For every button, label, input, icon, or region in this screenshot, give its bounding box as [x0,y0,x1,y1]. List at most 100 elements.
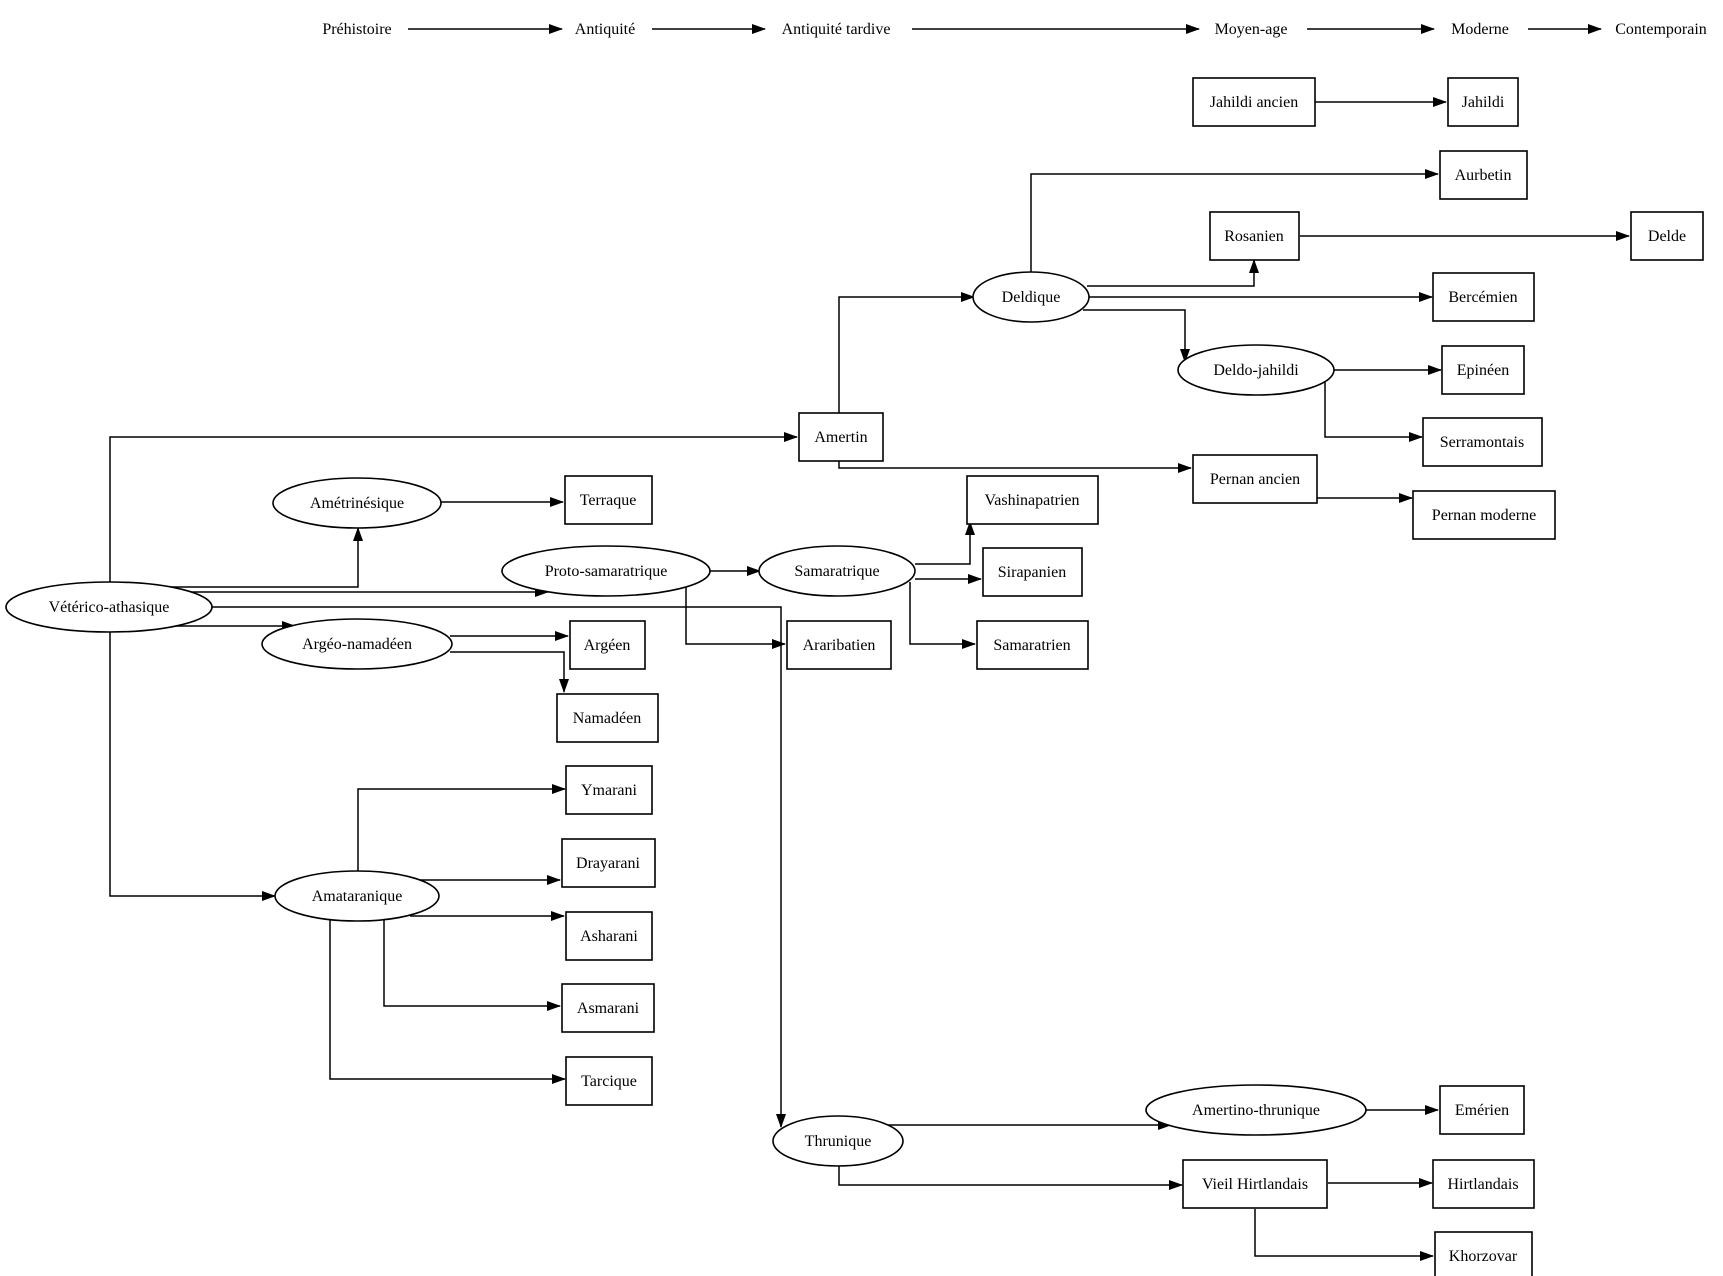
node-asmarani[interactable]: Asmarani [561,983,655,1033]
node-serramontais[interactable]: Serramontais [1422,417,1543,467]
timeline-label-moderne: Moderne [1451,21,1509,38]
node-asharani[interactable]: Asharani [565,911,653,961]
node-asharani-shape [565,911,653,961]
node-tarcique-shape [565,1056,653,1106]
node-rosanien-label: Rosanien [1224,228,1284,245]
node-jahildi-shape [1447,77,1519,127]
node-epineen-shape [1441,345,1525,395]
timeline-label-moyen-age: Moyen-age [1215,21,1288,38]
node-delde[interactable]: Delde [1630,211,1704,261]
node-sirapanien-shape [982,547,1083,597]
node-amertin-label: Amertin [814,429,867,446]
node-bercemien[interactable]: Bercémien [1432,272,1535,322]
node-araribatien[interactable]: Araribatien [786,620,892,670]
node-drayarani-label: Drayarani [576,855,641,872]
node-epineen[interactable]: Epinéen [1441,345,1525,395]
node-hirtlandais-shape [1432,1159,1535,1209]
node-sirapanien[interactable]: Sirapanien [982,547,1083,597]
node-argeen[interactable]: Argéen [569,620,646,670]
node-khorzovar[interactable]: Khorzovar [1434,1231,1533,1276]
node-khorzovar-label: Khorzovar [1449,1248,1518,1265]
node-bercemien-label: Bercémien [1448,289,1517,306]
node-jahildi[interactable]: Jahildi [1447,77,1519,127]
node-thrunique[interactable]: Thrunique [772,1115,904,1167]
node-deldique[interactable]: Deldique [972,271,1090,323]
edge-argeo-namadeen-namadeen [450,651,569,693]
node-jahildi-label: Jahildi [1462,94,1505,111]
node-rosanien[interactable]: Rosanien [1209,211,1300,261]
node-proto-samaratrique[interactable]: Proto-samaratrique [501,545,711,597]
node-thrunique-shape [772,1115,904,1167]
node-pernan-ancien[interactable]: Pernan ancien [1192,454,1318,504]
edge-deldique-deldo-jahildi [1083,309,1190,363]
node-drayarani[interactable]: Drayarani [561,838,656,888]
edges [109,97,1630,1261]
edge-amataranique-asmarani [383,918,561,1011]
node-proto-samaratrique-shape [501,545,711,597]
node-argeo-namadeen[interactable]: Argéo-namadéen [261,618,453,670]
node-delde-label: Delde [1648,228,1686,245]
node-jahildi-ancien-label: Jahildi ancien [1210,94,1298,111]
node-tarcique-label: Tarcique [581,1073,637,1090]
node-ametrinesique-shape [272,477,442,529]
node-aurbetin[interactable]: Aurbetin [1439,150,1528,200]
node-khorzovar-shape [1434,1231,1533,1276]
node-pernan-moderne-shape [1412,490,1556,540]
node-amataranique[interactable]: Amataranique [274,870,440,922]
node-vashinapatrien[interactable]: Vashinapatrien [966,475,1099,525]
node-argeen-label: Argéen [584,637,631,654]
node-terraque[interactable]: Terraque [564,475,653,525]
node-samaratrien[interactable]: Samaratrien [976,620,1089,670]
node-araribatien-shape [786,620,892,670]
node-argeen-shape [569,620,646,670]
node-argeo-namadeen-label: Argéo-namadéen [302,636,412,653]
nodes: Vétérico-athasique Amétrinésique Proto-s… [5,77,1704,1276]
node-samaratrique[interactable]: Samaratrique [758,545,916,597]
node-samaratrien-shape [976,620,1089,670]
edge-veterico-ametrinesique [165,527,363,588]
edge-deldo-jahildi-serramontais [1324,380,1423,442]
node-emerien-shape [1439,1085,1525,1135]
node-jahildi-ancien[interactable]: Jahildi ancien [1192,77,1316,127]
node-ymarani[interactable]: Ymarani [565,765,653,815]
edge-amataranique-ymarani [357,784,566,875]
node-pernan-moderne[interactable]: Pernan moderne [1412,490,1556,540]
node-amertin-shape [798,412,884,462]
node-amertino-thrunique-label: Amertino-thrunique [1192,1102,1320,1119]
edge-samaratrique-samaratrien [909,582,976,649]
edge-veterico-amataranique [109,623,276,901]
node-amertin[interactable]: Amertin [798,412,884,462]
node-ametrinesique[interactable]: Amétrinésique [272,477,442,529]
node-rosanien-shape [1209,211,1300,261]
edge-amertin-pernan-ancien [838,460,1192,473]
timeline-label-antiquite-tardive: Antiquité tardive [782,21,891,38]
edge-proto-samaratrique-araribatien [685,585,786,649]
node-epineen-label: Epinéen [1457,362,1509,379]
node-vieil-hirtlandais-shape [1182,1159,1328,1209]
node-aurbetin-label: Aurbetin [1455,167,1512,184]
node-amertino-thrunique-shape [1145,1084,1367,1136]
timeline-label-contemporain: Contemporain [1615,21,1707,38]
node-thrunique-label: Thrunique [805,1133,872,1150]
node-emerien[interactable]: Emérien [1439,1085,1525,1135]
node-tarcique[interactable]: Tarcique [565,1056,653,1106]
node-hirtlandais[interactable]: Hirtlandais [1432,1159,1535,1209]
node-samaratrien-label: Samaratrien [993,637,1070,654]
node-serramontais-shape [1422,417,1543,467]
node-namadeen-label: Namadéen [573,710,641,727]
node-ymarani-label: Ymarani [581,782,638,799]
node-deldo-jahildi[interactable]: Deldo-jahildi [1177,344,1335,396]
node-vashinapatrien-shape [966,475,1099,525]
node-jahildi-ancien-shape [1192,77,1316,127]
node-vieil-hirtlandais[interactable]: Vieil Hirtlandais [1182,1159,1328,1209]
node-vashinapatrien-label: Vashinapatrien [984,492,1079,509]
node-namadeen[interactable]: Namadéen [556,693,659,743]
edge-deldique-aurbetin [1030,169,1439,275]
node-amertino-thrunique[interactable]: Amertino-thrunique [1145,1084,1367,1136]
node-proto-samaratrique-label: Proto-samaratrique [545,563,668,580]
node-pernan-moderne-label: Pernan moderne [1432,507,1536,524]
node-veterico-athasique[interactable]: Vétérico-athasique [5,581,213,633]
node-serramontais-label: Serramontais [1440,434,1524,451]
node-namadeen-shape [556,693,659,743]
edge-veterico-thrunique [210,606,786,1128]
